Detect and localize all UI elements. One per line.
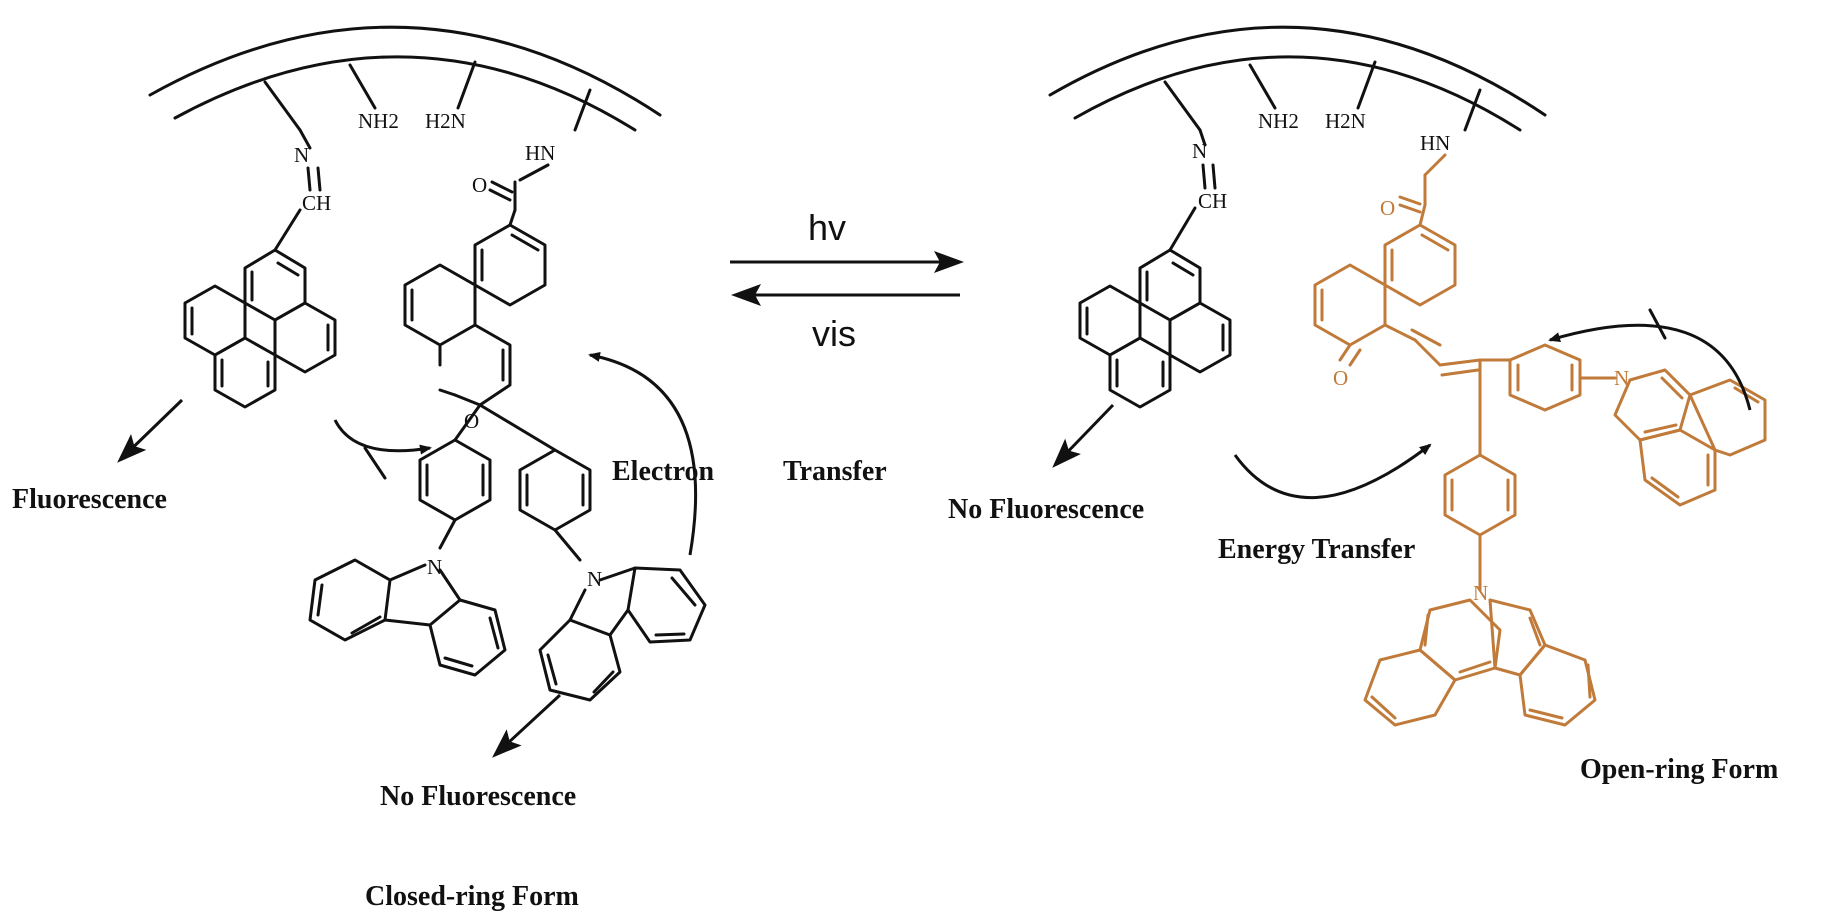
fluorescence-arrow (117, 398, 184, 463)
merocyanine-open (1313, 153, 1767, 727)
energy-transfer-label: Energy Transfer (1218, 534, 1415, 565)
carbazole-n-1-label: N (427, 555, 442, 579)
electron-transfer-arrow (588, 351, 698, 556)
transfer-label: Transfer (783, 456, 887, 487)
pyrene-closed (183, 248, 337, 409)
particle-surface-outer (148, 25, 662, 117)
blocked-return-arrow (1548, 323, 1752, 411)
h2n-label-open: H2N (1325, 109, 1366, 133)
no-fluorescence-closed-label: No Fluorescence (380, 781, 576, 812)
nh2-label-open: NH2 (1258, 109, 1299, 133)
imine-ch-label: CH (302, 191, 331, 215)
h2n-label: H2N (425, 109, 466, 133)
amide-hn-label-open: HN (1420, 131, 1450, 155)
open-ring-structure: N CH NH2 H2N HN O O N N No Fluorescence … (948, 25, 1778, 785)
pyrene-open (1078, 248, 1232, 409)
imine-n-label: N (294, 143, 309, 167)
closed-ring-caption: Closed-ring Form (365, 881, 579, 912)
particle-surface-inner-open (1073, 55, 1522, 132)
electron-label: Electron (612, 456, 715, 487)
fluorescence-label: Fluorescence (12, 484, 167, 515)
closed-ring-structure: N CH NH2 H2N HN O O N N Fluorescence Ele… (12, 25, 887, 912)
naphthopyran-closed (403, 223, 547, 407)
carbonyl-o-label: O (472, 173, 487, 197)
open-ring-caption: Open-ring Form (1580, 754, 1778, 785)
no-fluorescence-open-label: No Fluorescence (948, 494, 1144, 525)
hv-label: hv (808, 207, 846, 248)
amide-hn-label: HN (525, 141, 555, 165)
equilibrium-arrows: hv vis (730, 207, 964, 354)
ketone-o-label-open: O (1333, 366, 1348, 390)
particle-surface-outer-open (1048, 25, 1547, 117)
carbonyl-o-label-open: O (1380, 196, 1395, 220)
pyran-o-label: O (464, 409, 479, 433)
carbazole-closed-2 (538, 566, 707, 702)
carbazole-closed-1 (308, 558, 507, 677)
particle-surface-inner (173, 55, 637, 132)
carbazole-n-1-label-open: N (1614, 366, 1629, 390)
blocked-transfer-arrow (333, 419, 432, 455)
vis-label: vis (812, 313, 856, 354)
imine-n-label-open: N (1192, 139, 1207, 163)
carbazole-n-2-label: N (587, 567, 602, 591)
energy-transfer-arrow (1233, 443, 1432, 499)
carbazole-n-2-label-open: N (1473, 581, 1488, 605)
no-fluorescence-arrow-open (1052, 403, 1115, 468)
no-fluorescence-arrow-closed (492, 693, 562, 758)
imine-ch-label-open: CH (1198, 189, 1227, 213)
nh2-label: NH2 (358, 109, 399, 133)
